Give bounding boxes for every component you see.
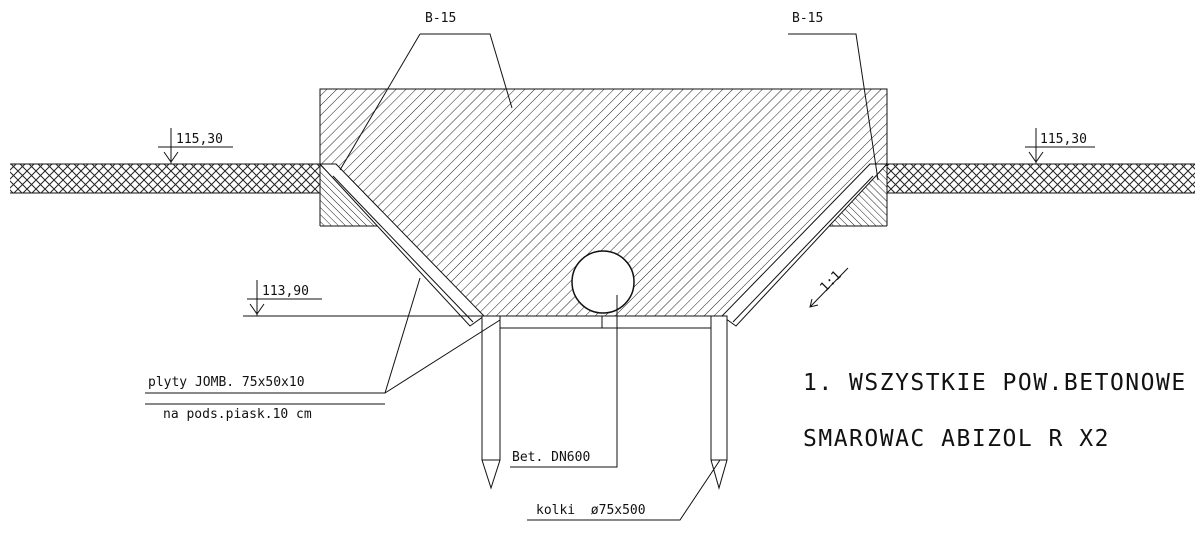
level-label-right: 115,30 [1040,132,1087,147]
concrete-label-left: B-15 [425,11,456,26]
pipe-label: Bet. DN600 [512,450,590,465]
concrete-label-right: B-15 [792,11,823,26]
leaders [145,33,879,521]
level-marker-right [1025,128,1095,164]
stake-right [710,315,728,490]
note-line-2: SMAROWAC ABIZOL R X2 [803,426,1110,452]
level-marker-bottom [247,280,322,316]
slope-label: 1:1 [817,268,844,295]
plates-bed-label: na pods.piask.10 cm [163,407,312,422]
plates-label: plyty JOMB. 75x50x10 [148,375,305,390]
level-label-bottom: 113,90 [262,284,309,299]
concrete-body [319,88,888,317]
stake-left [481,315,501,490]
ground-left [10,163,320,194]
note-line-1: 1. WSZYSTKIE POW.BETONOWE [803,370,1187,396]
level-label-left: 115,30 [176,132,223,147]
ground-right [887,163,1195,194]
level-marker-left [158,128,233,164]
pipe-dn600 [571,250,635,314]
stakes-label: kolki ø75x500 [536,503,646,518]
bottom-sand-bed [483,315,723,329]
